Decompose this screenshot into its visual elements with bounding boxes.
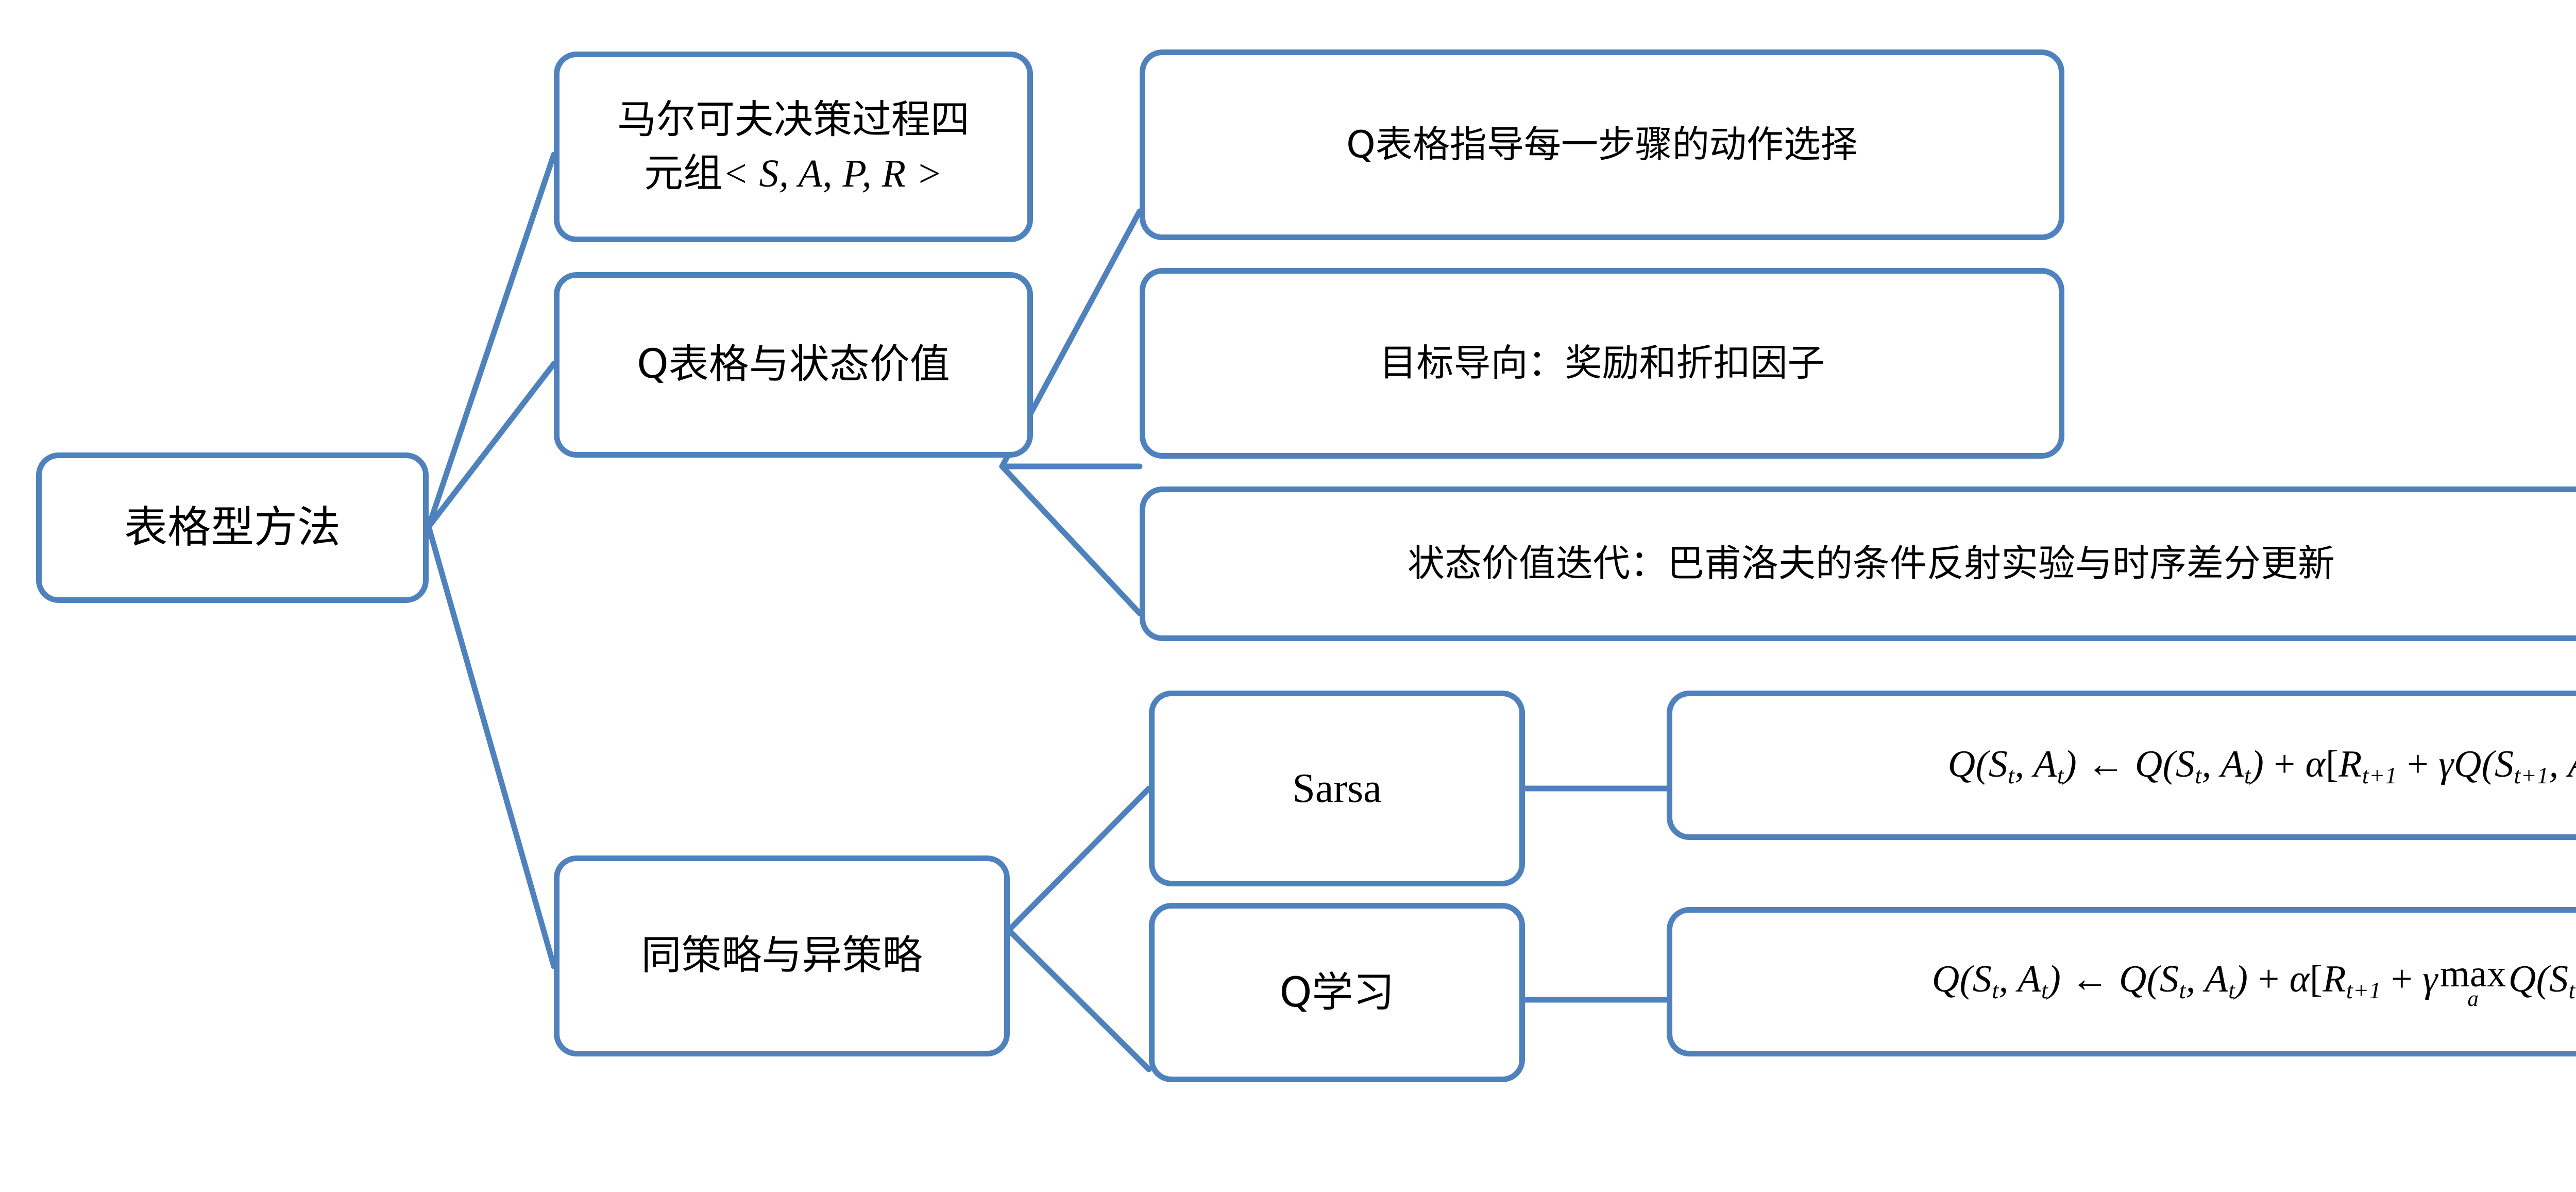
edge-policy-to-qlearning	[1006, 927, 1152, 1072]
node-policy[interactable]: 同策略与异策略	[554, 855, 1010, 1056]
node-mdp-tuple: < S, A, P, R >	[722, 152, 943, 195]
node-mdp-label: 马尔可夫决策过程四 元组< S, A, P, R >	[572, 93, 1015, 200]
node-mdp-line1: 马尔可夫决策过程四	[617, 96, 970, 143]
node-leaf-goal[interactable]: 目标导向：奖励和折扣因子	[1140, 268, 2064, 459]
node-sarsa-label: Sarsa	[1292, 766, 1382, 811]
node-qlearning-label: Q学习	[1279, 968, 1395, 1016]
node-mdp[interactable]: 马尔可夫决策过程四 元组< S, A, P, R >	[554, 52, 1033, 242]
node-leaf-action-select-label: Q表格指导每一步骤的动作选择	[1346, 123, 1858, 166]
node-sarsa[interactable]: Sarsa	[1149, 691, 1525, 886]
node-leaf-value-iter-label: 状态价值迭代：巴甫洛夫的条件反射实验与时序差分更新	[1407, 542, 2335, 585]
node-leaf-goal-label: 目标导向：奖励和折扣因子	[1379, 341, 1825, 385]
node-qlearning[interactable]: Q学习	[1149, 903, 1525, 1082]
edge-policy-to-sarsa	[1006, 785, 1152, 933]
node-qtable-label: Q表格与状态价值	[637, 341, 950, 388]
edge-root-to-mdp	[426, 152, 557, 530]
edge-root-to-policy	[426, 524, 557, 969]
node-sarsa-formula-label: Q(St, At) ← Q(St, At) + α[Rt+1 + γQ(St+1…	[1947, 743, 2576, 788]
edge-qtable-to-value-iter	[999, 463, 1143, 616]
node-qtable[interactable]: Q表格与状态价值	[554, 272, 1033, 458]
edge-root-to-qtable	[426, 361, 557, 530]
node-root[interactable]: 表格型方法	[36, 452, 429, 603]
node-sarsa-formula[interactable]: Q(St, At) ← Q(St, At) + α[Rt+1 + γQ(St+1…	[1667, 691, 2576, 840]
node-leaf-action-select[interactable]: Q表格指导每一步骤的动作选择	[1140, 49, 2064, 240]
node-leaf-value-iter[interactable]: 状态价值迭代：巴甫洛夫的条件反射实验与时序差分更新	[1140, 486, 2576, 641]
node-root-label: 表格型方法	[124, 502, 341, 553]
node-mdp-line2-prefix: 元组	[644, 150, 723, 196]
node-policy-label: 同策略与异策略	[641, 932, 923, 979]
